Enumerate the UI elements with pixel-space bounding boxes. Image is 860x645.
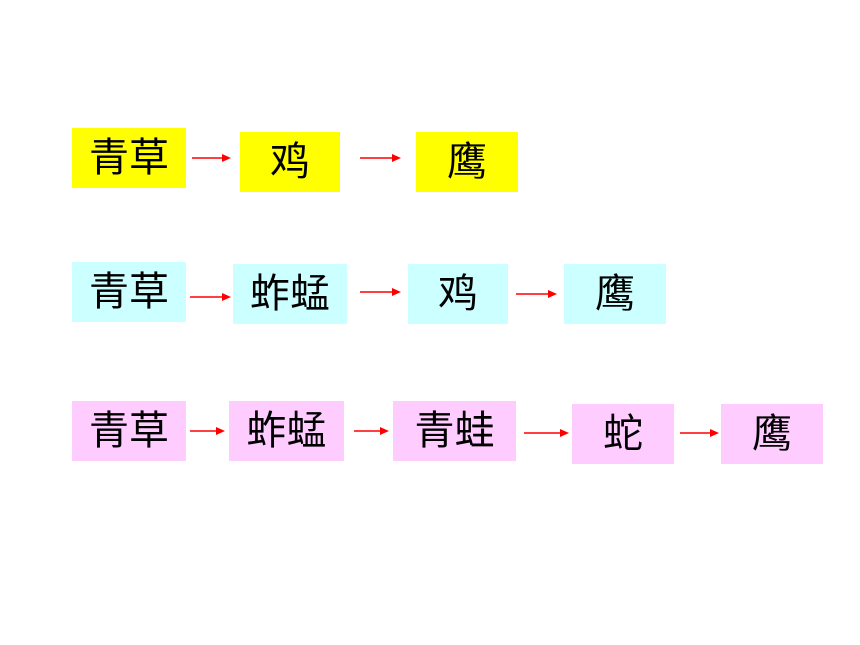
chain-1-node-1: 青草 [72,128,186,188]
chain-1-node-3: 鹰 [416,132,518,192]
chain-2-node-3: 鸡 [408,264,508,324]
chain-1-arrow-1 [192,154,231,162]
chain-3-arrow-3 [524,429,569,437]
chain-2-node-1: 青草 [72,262,186,322]
chain-3-node-1: 青草 [72,401,186,461]
chain-3-arrow-1 [190,427,225,435]
chain-1-node-2: 鸡 [240,132,340,192]
chain-3-node-2: 蚱蜢 [229,401,344,461]
chain-2-arrow-3 [516,290,557,298]
chain-3-arrow-2 [354,427,389,435]
chain-3-arrow-4 [680,429,719,437]
chain-2-arrow-2 [360,288,401,296]
chain-1-arrow-2 [360,154,401,162]
chain-2-node-2: 蚱蜢 [233,264,347,324]
chain-3-node-4: 蛇 [572,404,674,464]
chain-2-arrow-1 [190,293,231,301]
chain-2-node-4: 鹰 [564,264,666,324]
chain-3-node-5: 鹰 [721,404,823,464]
chain-3-node-3: 青蛙 [393,401,516,461]
